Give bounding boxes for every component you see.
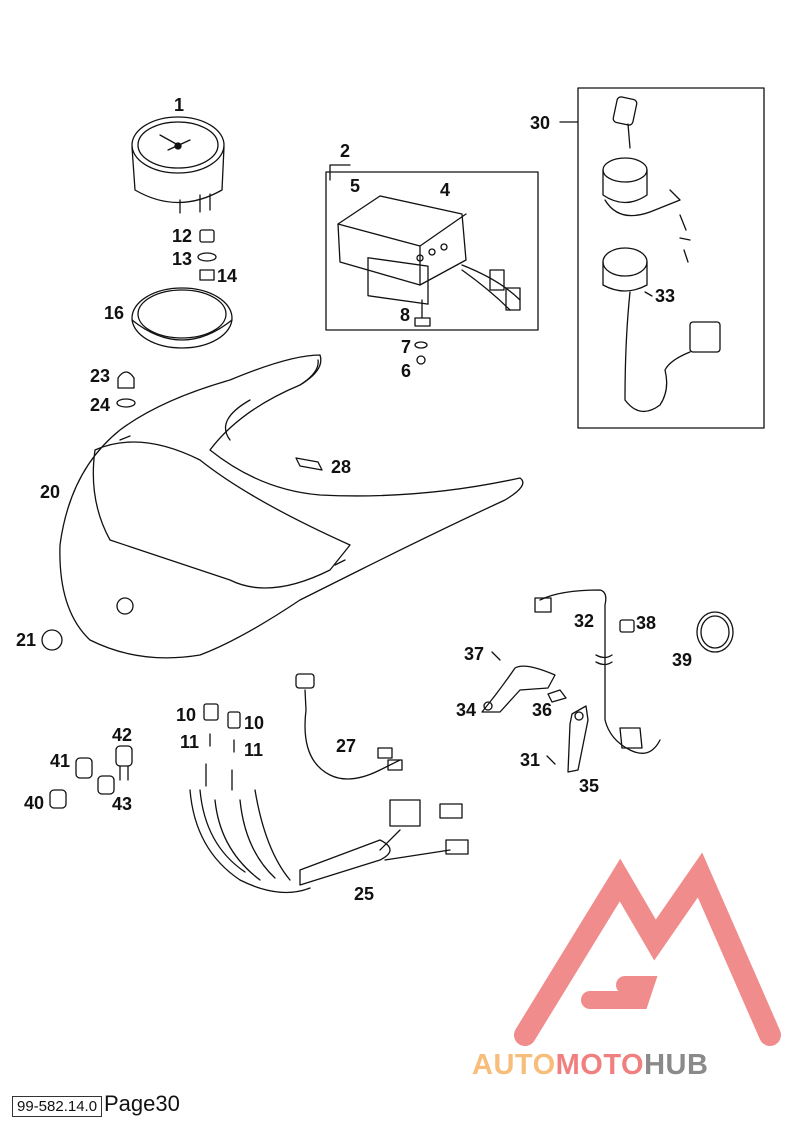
callout-38: 38 xyxy=(636,613,657,633)
callout-10a: 10 xyxy=(176,705,197,725)
cable-part xyxy=(295,673,403,780)
clamp-part xyxy=(696,611,734,653)
nut-grommet-parts xyxy=(197,229,217,281)
callout-14: 14 xyxy=(217,266,238,286)
callout-6: 6 xyxy=(401,361,412,381)
callout-11a: 11 xyxy=(180,732,200,752)
callout-35: 35 xyxy=(579,776,600,796)
computer-unit-part xyxy=(325,164,539,365)
callout-7: 7 xyxy=(401,337,412,357)
callout-27: 27 xyxy=(336,736,357,756)
callout-40: 40 xyxy=(24,793,45,813)
clip-part xyxy=(619,619,635,633)
bracket-part xyxy=(295,457,323,471)
callout-20: 20 xyxy=(40,482,61,502)
ring-part xyxy=(131,287,233,349)
callout-30: 30 xyxy=(530,113,551,133)
watermark-moto: MOTO xyxy=(555,1049,645,1081)
callout-32: 32 xyxy=(574,611,595,631)
watermark-auto: AUTO xyxy=(472,1049,556,1081)
callout-25: 25 xyxy=(354,884,375,904)
document-code: 99-582.14.0 xyxy=(12,1096,103,1117)
callout-43: 43 xyxy=(112,794,133,814)
watermark-hub: HUB xyxy=(644,1049,709,1081)
callout-11b: 11 xyxy=(244,740,264,760)
watermark-logo-icon xyxy=(514,852,781,1046)
callout-24: 24 xyxy=(90,395,111,415)
callout-31: 31 xyxy=(520,750,541,770)
sensor-cable-part xyxy=(534,589,661,754)
callout-34: 34 xyxy=(456,700,477,720)
cap-nut-part xyxy=(116,371,136,408)
callout-21: 21 xyxy=(16,630,37,650)
gauge-part xyxy=(131,116,225,214)
callout-13: 13 xyxy=(172,249,193,269)
callout-41: 41 xyxy=(50,751,71,771)
indicator-lamps-part xyxy=(49,745,133,809)
callout-1: 1 xyxy=(174,95,185,115)
callout-12: 12 xyxy=(172,226,193,246)
callout-4: 4 xyxy=(440,180,451,200)
callout-28: 28 xyxy=(331,457,352,477)
callout-42: 42 xyxy=(112,725,133,745)
fairing-part xyxy=(59,354,524,659)
callout-5: 5 xyxy=(350,176,361,196)
callout-39: 39 xyxy=(672,650,693,670)
bracket-set-part xyxy=(481,651,589,773)
callout-36: 36 xyxy=(532,700,553,720)
callout-2: 2 xyxy=(340,141,351,161)
wiring-harness-part xyxy=(189,703,469,894)
callout-10b: 10 xyxy=(244,713,265,733)
callout-23: 23 xyxy=(90,366,111,386)
callout-16: 16 xyxy=(104,303,125,323)
callout-33: 33 xyxy=(655,286,676,306)
watermark-text: AUTOMOTOHUB xyxy=(472,1049,708,1082)
page-label: Page30 xyxy=(104,1091,180,1116)
callout-37: 37 xyxy=(464,644,485,664)
plug-part xyxy=(41,629,63,651)
ignition-lock-part xyxy=(559,87,765,429)
callout-8: 8 xyxy=(400,305,411,325)
